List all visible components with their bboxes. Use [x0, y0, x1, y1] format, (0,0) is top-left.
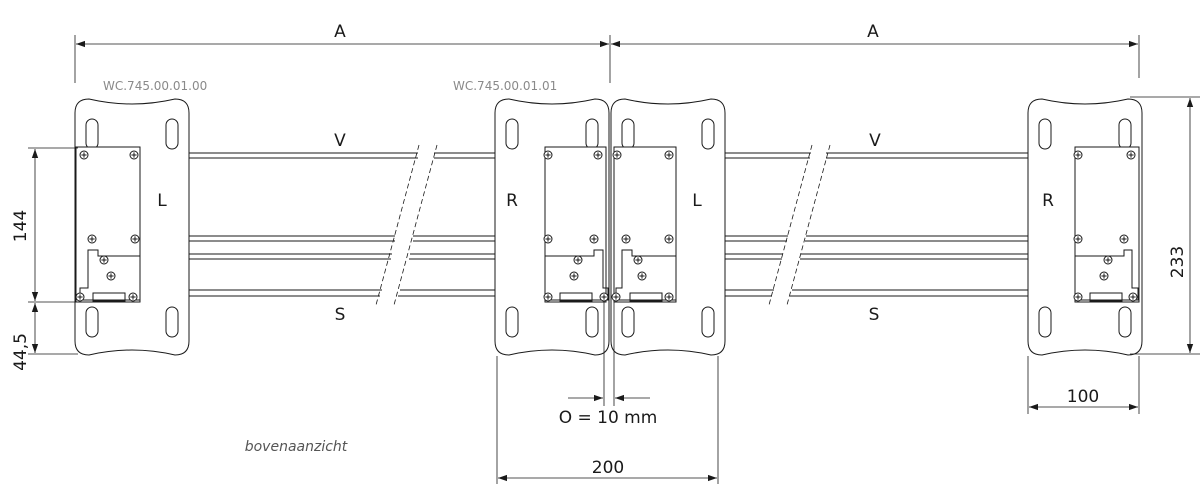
bottom-rail-label-2: S	[869, 305, 880, 325]
part-code-right: WC.745.00.01.01	[453, 79, 557, 93]
top-rail-label-1: V	[334, 131, 346, 151]
view-caption: bovenaanzicht	[245, 439, 348, 455]
right-end-label-1: R	[506, 191, 518, 211]
part-code-left: WC.745.00.01.00	[103, 79, 207, 93]
right-end-label-2: R	[1042, 191, 1054, 211]
bracket-left-2	[611, 146, 677, 303]
dim-a-left-label: A	[334, 22, 346, 42]
bracket-left-1	[75, 146, 141, 303]
rails-right	[676, 144, 1075, 306]
dim-200-label: 200	[592, 458, 624, 478]
rails-left	[140, 144, 545, 306]
labels: A A WC.745.00.01.00 WC.745.00.01.01 V V …	[11, 22, 1188, 478]
dimension-lines	[28, 35, 1200, 484]
left-end-label-2: L	[692, 191, 702, 211]
gap-label: O = 10 mm	[559, 408, 658, 428]
top-rail-label-2: V	[869, 131, 881, 151]
bracket-right-2	[1073, 146, 1140, 303]
dim-100-label: 100	[1067, 387, 1099, 407]
dim-233-label: 233	[1168, 246, 1188, 278]
bracket-right-1	[543, 146, 609, 303]
dim-144-label: 144	[11, 210, 31, 242]
dim-a-right-label: A	[867, 22, 879, 42]
dim-44-5-label: 44,5	[11, 333, 31, 371]
left-end-label-1: L	[157, 191, 167, 211]
bottom-rail-label-1: S	[335, 305, 346, 325]
